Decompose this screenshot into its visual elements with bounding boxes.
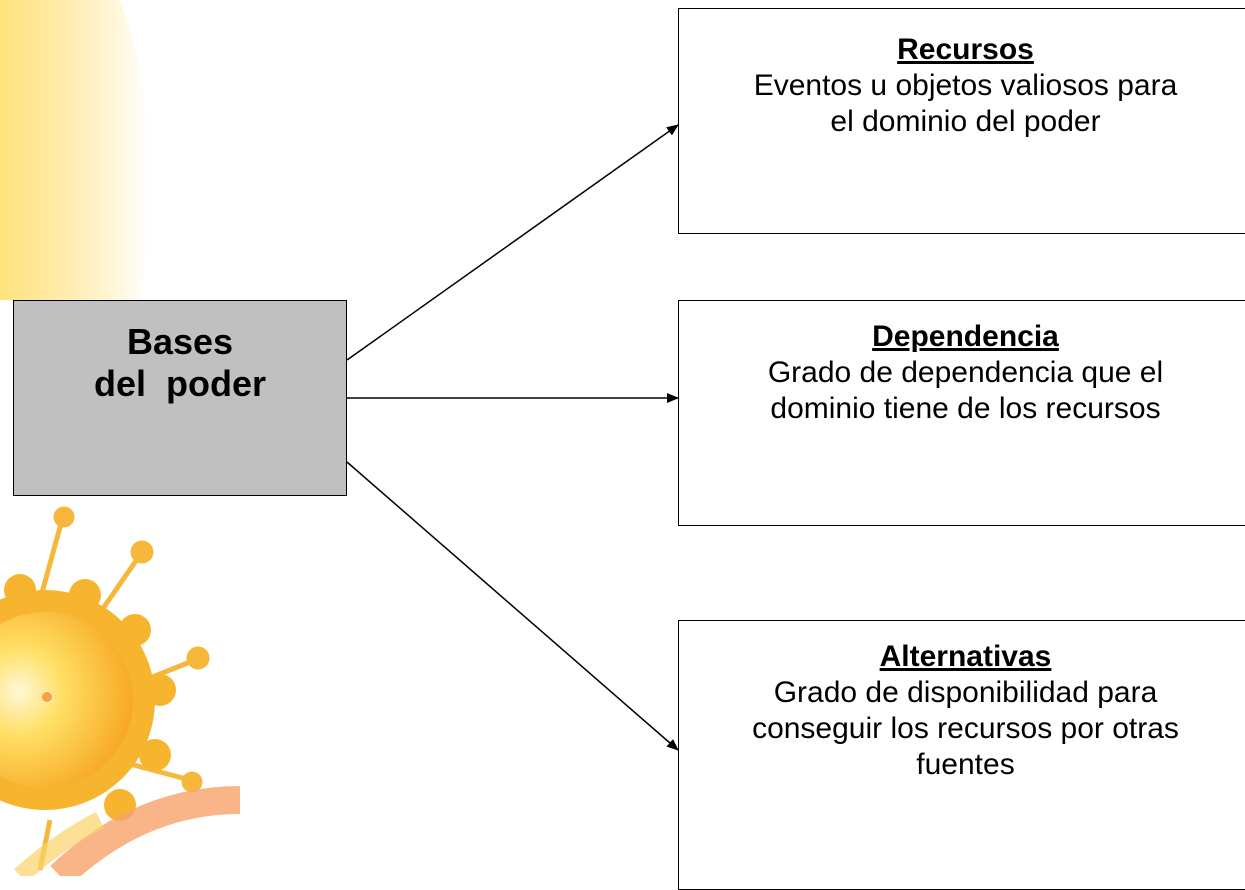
dependencia-text-line-1: Grado de dependencia que el [767,356,1164,389]
recursos-text-line-1: Eventos u objetos valiosos para [753,69,1178,102]
recursos-box: Recursos Eventos u objetos valiosos para… [678,8,1245,234]
arc-band [13,786,241,876]
main-line-1: Bases [126,321,234,362]
alternativas-text-line-3: fuentes [916,748,1015,781]
bases-del-poder-box: Bases del poder [13,300,347,496]
alternativas-box: Alternativas Grado de disponibilidad par… [678,620,1245,890]
sun-bumps [4,574,176,821]
alternativas-text-line-1: Grado de disponibilidad para [773,676,1158,709]
dependencia-box: Dependencia Grado de dependencia que el … [678,300,1245,526]
alternativas-text-line-2: conseguir los recursos por otras [752,712,1179,745]
main-line-2: del poder [93,363,267,404]
dependencia-text-line-2: dominio tiene de los recursos [770,392,1161,425]
alternativas-title: Alternativas [879,640,1052,673]
recursos-title: Recursos [897,33,1034,66]
sun-body [0,590,155,810]
recursos-text-line-2: el dominio del poder [830,105,1101,138]
dependencia-title: Dependencia [872,320,1059,353]
glow-band [0,0,152,300]
